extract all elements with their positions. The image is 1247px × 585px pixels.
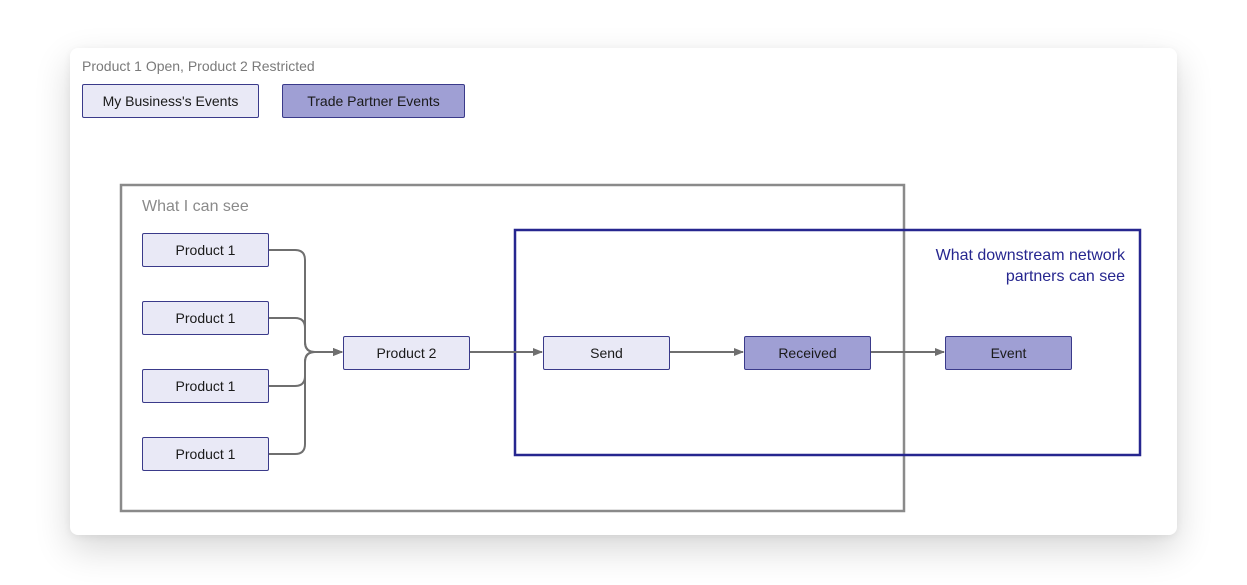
visible-region-label: What I can see <box>142 198 249 215</box>
edge-p1b-to-p2 <box>269 317 343 356</box>
legend-trade-partner-events: Trade Partner Events <box>282 84 465 118</box>
node-product-1-b: Product 1 <box>142 301 269 335</box>
edge-p1d-to-p2 <box>269 348 343 455</box>
visible-region-frame <box>119 183 906 513</box>
downstream-region-label: What downstream network partners can see <box>935 247 1125 285</box>
node-received: Received <box>744 336 871 370</box>
node-send: Send <box>543 336 670 370</box>
node-product-1-d: Product 1 <box>142 437 269 471</box>
node-product-1-a: Product 1 <box>142 233 269 267</box>
legend-my-business-events: My Business's Events <box>82 84 259 118</box>
diagram-caption: Product 1 Open, Product 2 Restricted <box>82 58 315 74</box>
downstream-region-frame <box>513 228 1142 457</box>
node-event: Event <box>945 336 1072 370</box>
node-product-2: Product 2 <box>343 336 470 370</box>
node-product-1-c: Product 1 <box>142 369 269 403</box>
